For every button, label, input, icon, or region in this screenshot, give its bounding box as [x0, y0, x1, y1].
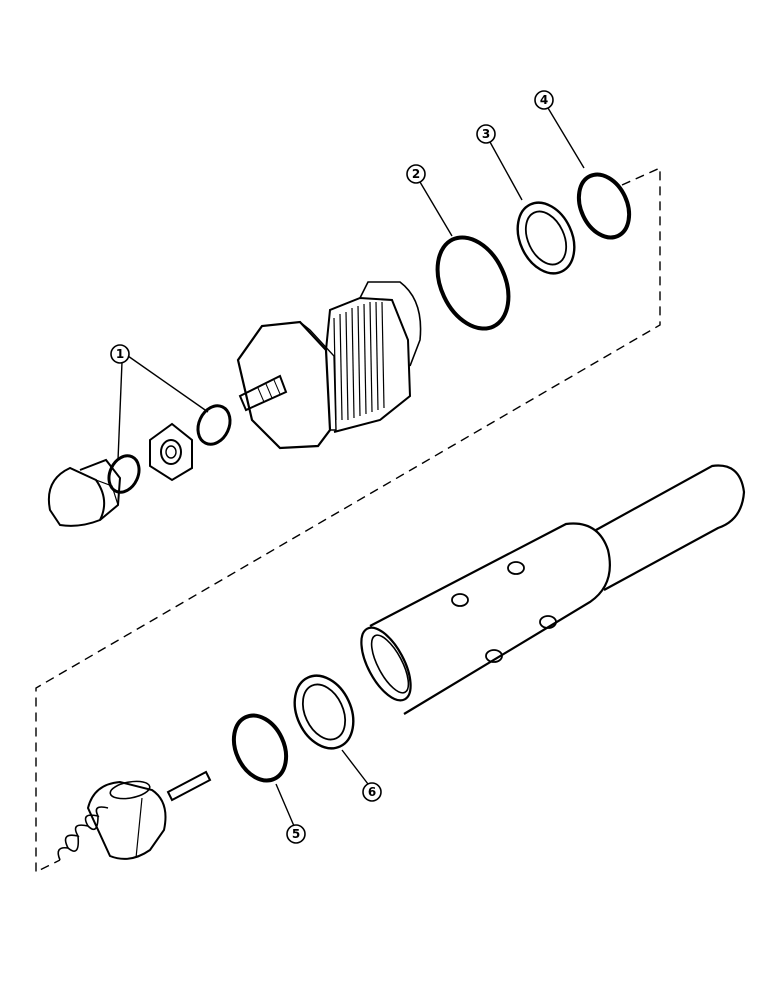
- small-o-ring-a: [107, 454, 141, 494]
- backup-ring-upper: [516, 201, 576, 275]
- hex-plug-body: [236, 281, 422, 450]
- large-o-ring: [435, 235, 511, 331]
- callout-4-label: 4: [540, 93, 548, 107]
- callout-1-label: 1: [116, 347, 124, 361]
- callout-4: 4: [534, 90, 585, 169]
- callout-6-label: 6: [368, 785, 376, 799]
- o-ring-upper-small: [576, 172, 632, 240]
- jam-nut: [149, 422, 193, 482]
- callout-5: 5: [275, 783, 306, 844]
- callout-5-label: 5: [292, 827, 300, 841]
- callout-6: 6: [341, 749, 382, 802]
- callout-2: 2: [406, 164, 453, 237]
- small-o-ring-b: [196, 404, 232, 446]
- o-ring-lower: [231, 713, 289, 783]
- backup-ring-lower: [293, 674, 355, 750]
- callout-2-label: 2: [412, 167, 420, 181]
- poppet-with-spring: [57, 770, 212, 861]
- adjusting-stud: [238, 374, 288, 412]
- callout-1: 1: [110, 344, 209, 461]
- assembly-guide-line: [35, 166, 661, 874]
- callout-3-label: 3: [482, 127, 490, 141]
- callout-3: 3: [476, 124, 523, 201]
- valve-sleeve: [360, 464, 746, 715]
